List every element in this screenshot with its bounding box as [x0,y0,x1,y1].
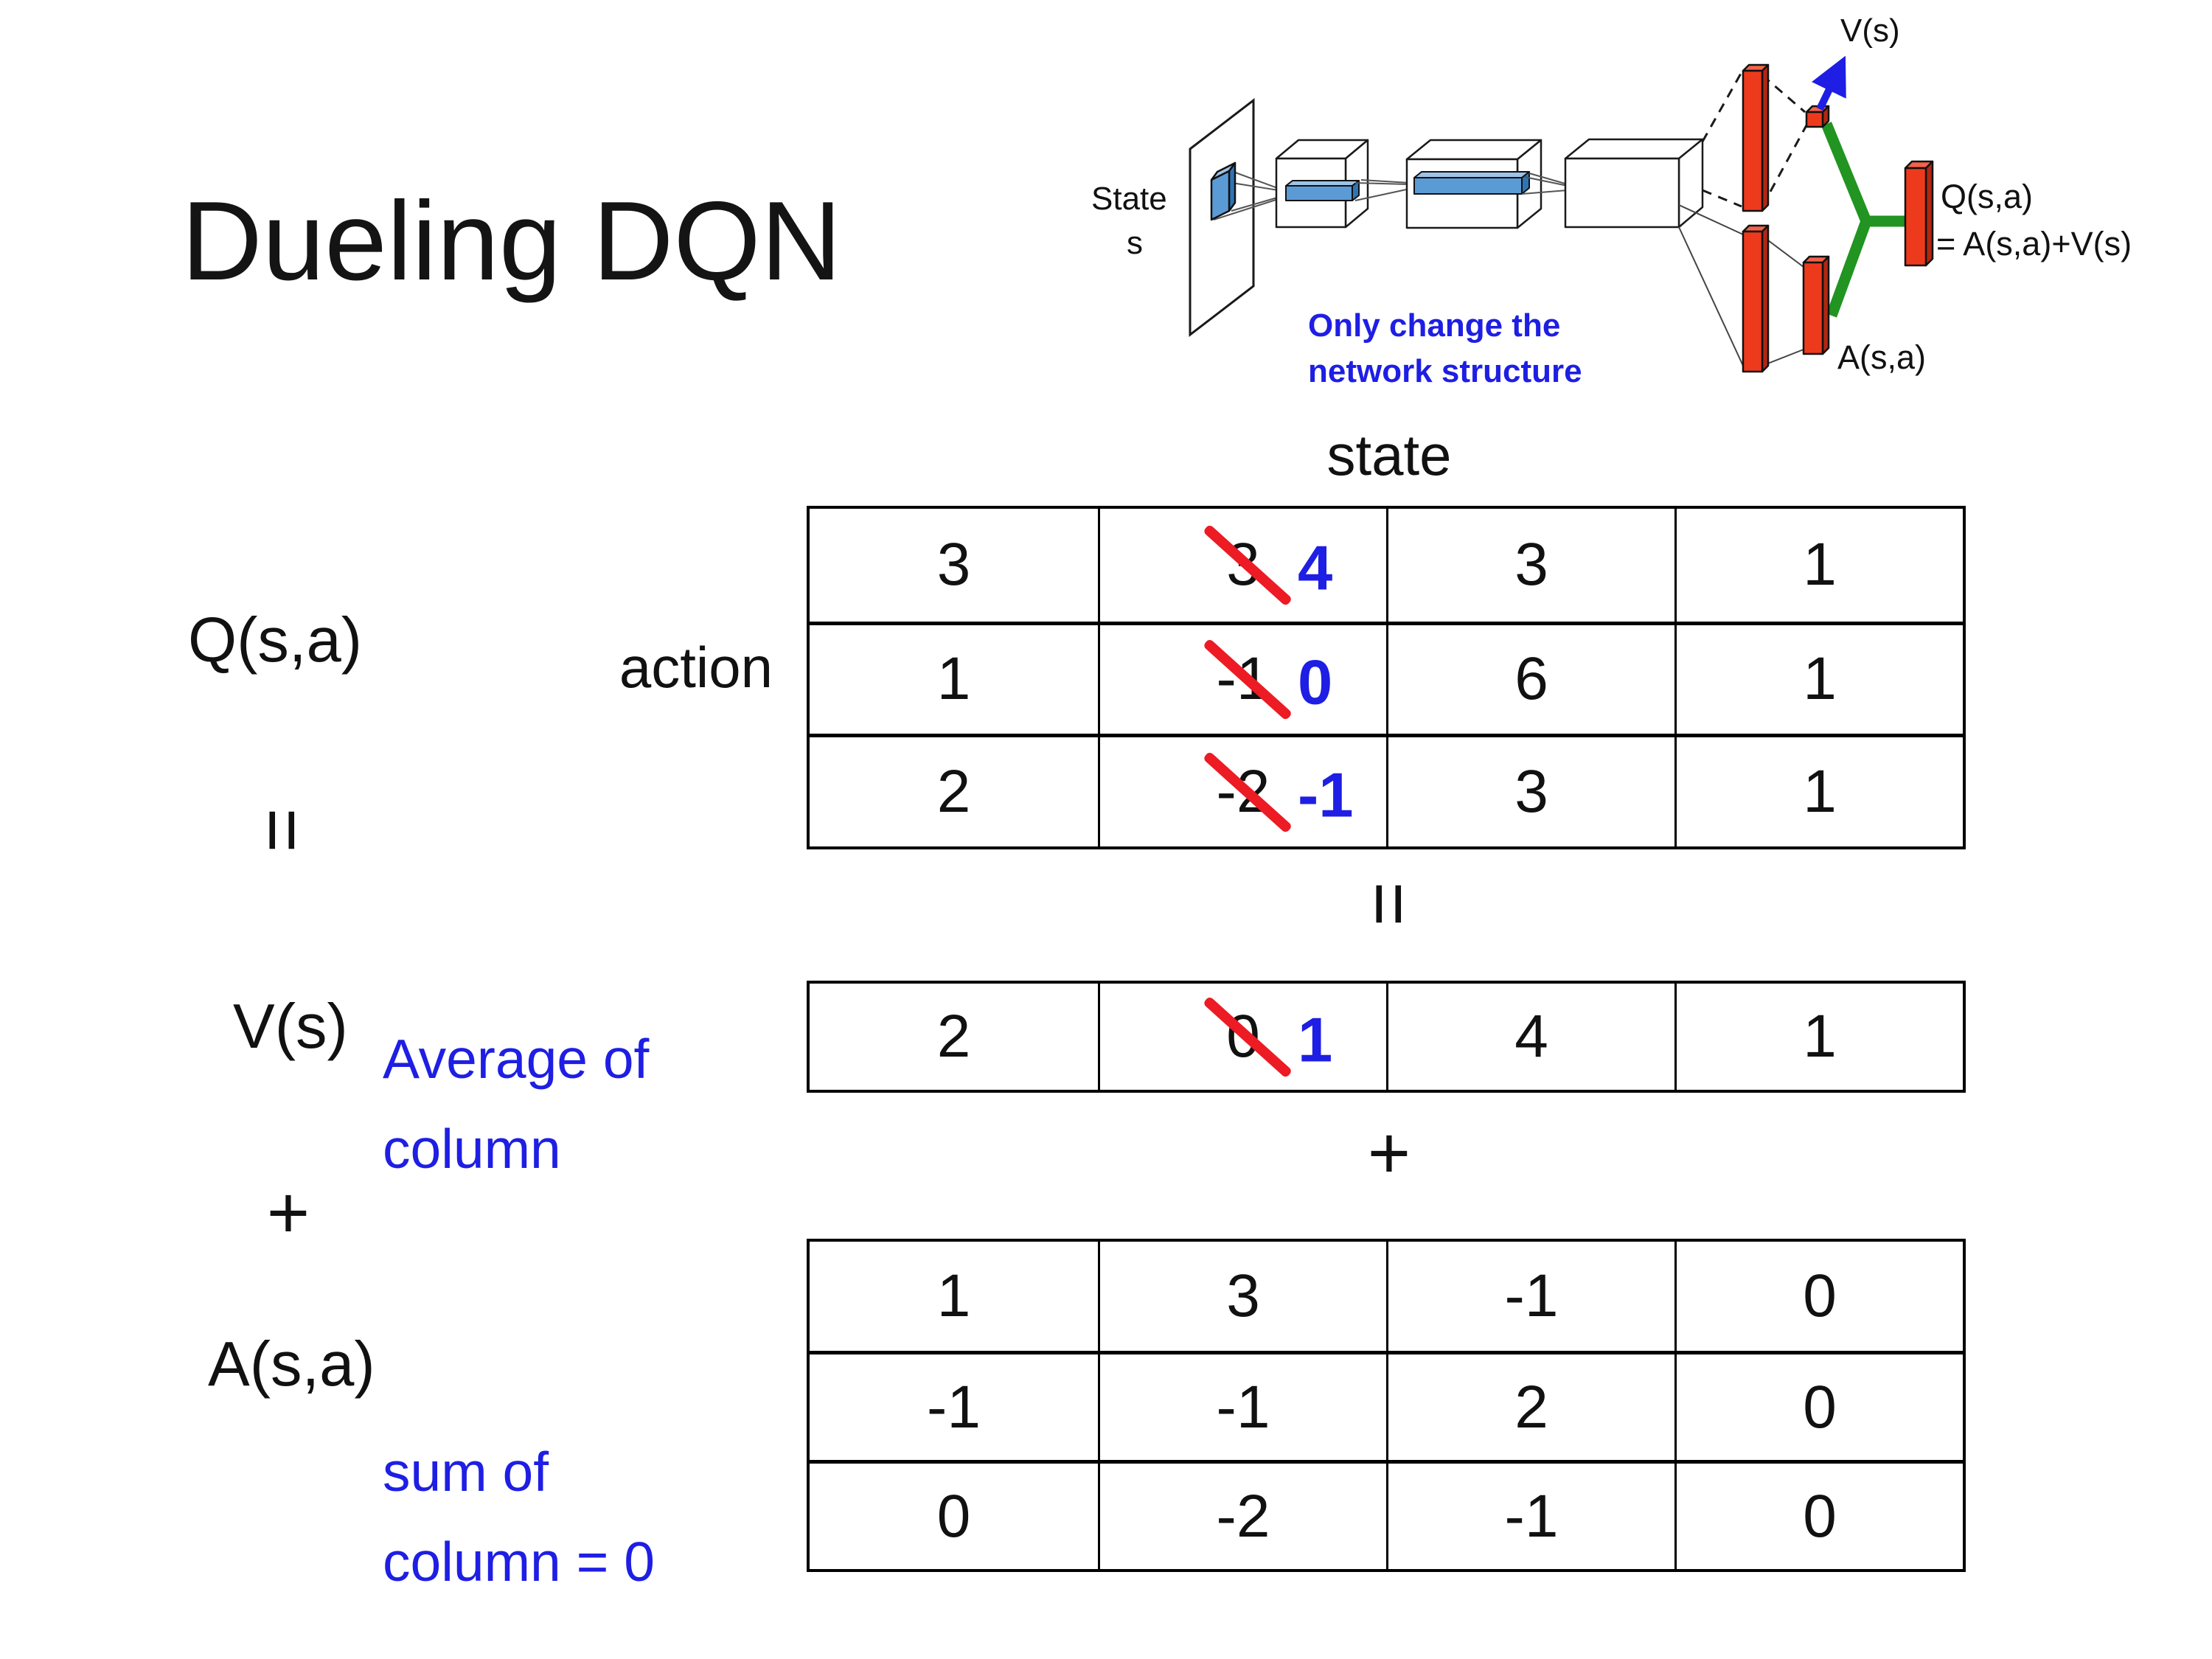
table-cell: 4 [1386,984,1674,1090]
fc-bar-top [1742,63,1770,212]
corrected-value: 4 [1298,533,1333,604]
table-cell-corrected: -2 -1 [1098,734,1386,846]
table-cell: 2 [810,734,1098,846]
table-cell: -1 [1386,1242,1674,1351]
state-header: state [1326,422,1452,487]
conv-layer-3 [1564,138,1704,229]
table-cell: 1 [936,1262,971,1329]
table-cell: -1 [1386,1460,1674,1569]
diagram-q-output-label: Q(s,a) [1941,178,2033,215]
plus-sign-middle: + [1367,1112,1411,1194]
page-title: Dueling DQN [181,178,842,304]
equals-sign-rotated-left: = [240,807,325,853]
diagram-note-line1: Only change the [1308,307,1560,344]
table-cell: 3 [936,531,971,599]
table-cell: 3 [1386,509,1674,622]
table-cell: 3 [1386,734,1674,846]
advantage-bar [1802,255,1830,355]
q-table: 3 3 4 3 1 1 -1 0 6 1 2 -2 -1 3 1 [807,506,1966,849]
table-cell-corrected: -1 0 [1098,621,1386,734]
diagram-v-output-label: V(s) [1840,13,1900,49]
table-cell: 1 [810,621,1098,734]
table-cell: 3 [1098,1242,1386,1351]
fan-lines-3 [1521,173,1568,195]
network-diagram: State s V(s) Q(s,a) = A(s,a)+V(s) A(s,a)… [1091,13,2132,389]
table-cell: 1 [1674,734,1963,846]
table-cell-corrected: 3 4 [1098,509,1386,622]
table-cell: 0 [810,1460,1098,1569]
q-output-bar [1904,160,1934,267]
v-matrix-label: V(s) [233,992,348,1062]
conv-feature-1 [1285,180,1360,201]
dashed-links-value-stream [1701,72,1808,208]
table-cell: 0 [1674,1351,1963,1460]
sum-note: sum of column = 0 [383,1441,655,1593]
plus-sign-left: + [266,1172,310,1254]
input-conv-patch [1210,161,1237,221]
table-cell: 1 [1674,621,1963,734]
table-cell-corrected: 0 1 [1098,984,1386,1090]
corrected-value: -1 [1298,760,1354,831]
fc-bar-bottom [1742,224,1770,373]
a-table: 1 3 -1 0 -1 -1 2 0 0 -2 -1 0 [807,1239,1966,1572]
v-table: 2 0 1 4 1 [807,981,1966,1093]
merge-connector-green [1821,122,1908,318]
value-node [1805,105,1830,128]
q-matrix-label: Q(s,a) [188,605,363,675]
conv-feature-2 [1413,171,1530,195]
corrected-value: 0 [1298,648,1333,719]
fan-lines-2 [1354,179,1411,201]
table-cell: -1 [1098,1351,1386,1460]
table-cell: 2 [1386,1351,1674,1460]
diagram-a-output-label: A(s,a) [1837,338,1926,376]
table-cell: 0 [1674,1460,1963,1569]
diagram-state-label: State [1091,181,1167,217]
corrected-value: 1 [1298,1005,1333,1076]
table-cell: 0 [1674,1242,1963,1351]
diagram-note-line2: network structure [1308,353,1582,389]
diagram-q-formula: = A(s,a)+V(s) [1936,225,2132,262]
table-cell: 1 [1674,509,1963,622]
solid-links-advantage-stream [1678,204,1804,366]
a-matrix-label: A(s,a) [208,1329,375,1399]
average-note: Average of column [383,1028,650,1180]
table-cell: 1 [1674,984,1963,1090]
table-cell: 6 [1386,621,1674,734]
equals-sign-rotated-middle: = [1346,881,1432,927]
value-arrow-blue [1811,55,1846,111]
table-cell: 2 [936,1003,971,1070]
diagram-state-sub: s [1127,225,1143,261]
table-cell: -1 [810,1351,1098,1460]
table-cell: -2 [1098,1460,1386,1569]
action-header: action [619,635,773,700]
